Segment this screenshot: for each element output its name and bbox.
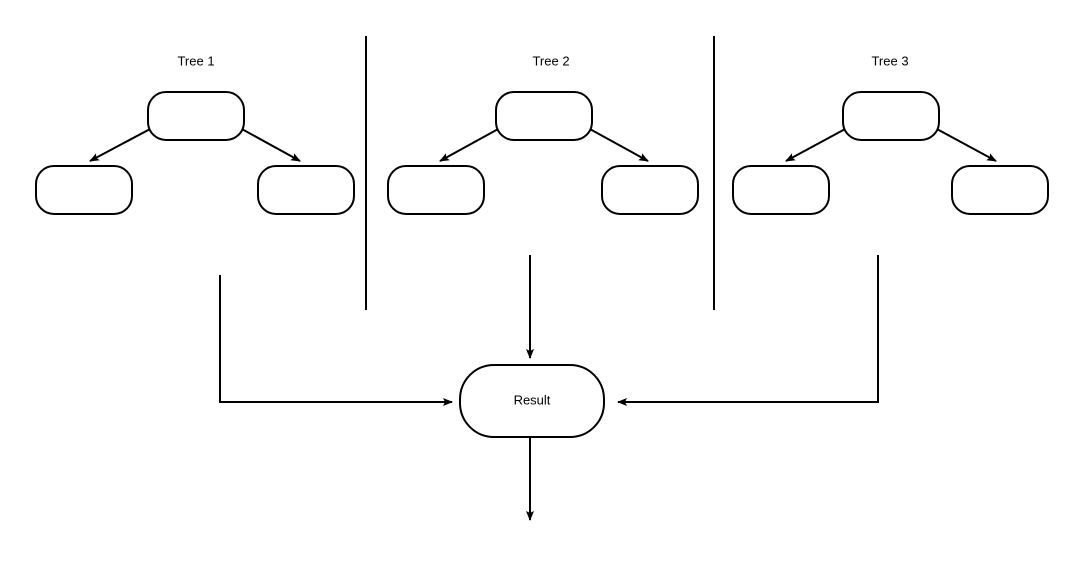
- tree-1-left-edge: [89, 127, 153, 162]
- tree-2-right-edge: [587, 127, 649, 162]
- tree-2-child-node-2[interactable]: [601, 165, 699, 215]
- tree-2-label: Tree 2: [532, 53, 569, 68]
- divider-group: [365, 36, 715, 310]
- tree-3-child-node-1[interactable]: [732, 165, 830, 215]
- tree-1-child-node-1[interactable]: [35, 165, 133, 215]
- tree-3-right-edge: [934, 127, 997, 162]
- result-node-label: Result: [514, 392, 551, 407]
- result-node[interactable]: [459, 364, 605, 438]
- tree-1-label: Tree 1: [177, 53, 214, 68]
- tree-1-root-node[interactable]: [147, 91, 245, 141]
- tree-3-child-node-2[interactable]: [951, 165, 1049, 215]
- tree-2-child-node-1[interactable]: [387, 165, 485, 215]
- connector-group: [219, 255, 879, 521]
- tree-2-root-node[interactable]: [495, 91, 593, 141]
- tree-3-root-node[interactable]: [842, 91, 940, 141]
- tree-2-left-edge: [439, 127, 501, 162]
- tree-1-to-result: [219, 275, 453, 406]
- tree-edge-group: [89, 127, 997, 162]
- tree-3-label: Tree 3: [871, 53, 908, 68]
- tree-node-group: [35, 91, 1049, 215]
- result-node-group: Result: [459, 364, 605, 438]
- tree-3-to-result: [617, 255, 879, 406]
- tree-1-right-edge: [239, 127, 301, 162]
- tree-1-child-node-2[interactable]: [257, 165, 355, 215]
- group-label-layer: Tree 1 Tree 2 Tree 3: [177, 53, 908, 68]
- tree-3-left-edge: [785, 127, 848, 162]
